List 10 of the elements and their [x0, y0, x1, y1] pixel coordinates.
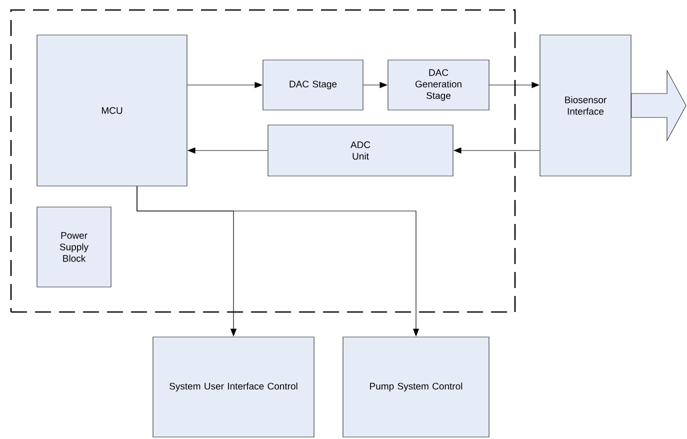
- block-box: Power Supply Block: [36, 206, 112, 288]
- block-box: DAC Stage: [262, 60, 364, 110]
- block-arrow: [631, 69, 686, 142]
- block-box: Biosensor Interface: [540, 34, 632, 176]
- block-box: ADC Unit: [268, 124, 454, 176]
- block-box: System User Interface Control: [152, 336, 314, 438]
- block-box: DAC Generation Stage: [388, 60, 490, 110]
- block-box: Pump System Control: [342, 336, 490, 438]
- block-box: MCU: [36, 34, 188, 186]
- dashed-boundary: [10, 9, 516, 313]
